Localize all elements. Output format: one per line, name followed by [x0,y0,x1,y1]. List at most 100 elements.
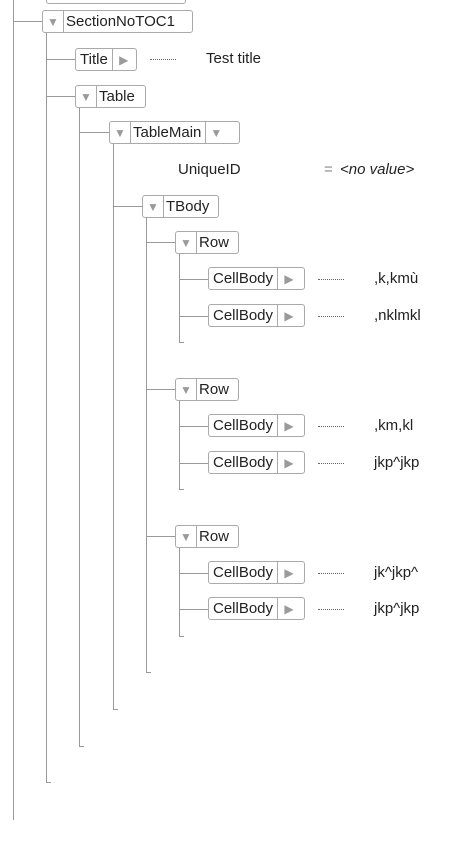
tree-line-row1 [179,253,180,343]
collapse-triangle-icon[interactable]: ▼ [47,14,59,29]
node-label: CellBody [213,307,274,324]
tree-node-row[interactable]: ▼ Row [175,378,239,401]
node-divider [96,86,97,107]
node-label: CellBody [213,417,274,434]
node-divider [277,562,279,583]
tree-node-table[interactable]: ▼ Table [75,85,146,108]
tree-line-row2-end [179,489,184,490]
node-divider [205,122,207,143]
collapse-triangle-icon[interactable]: ▼ [180,235,192,250]
tree-line-tablemain-end [113,709,118,710]
node-divider [111,49,113,70]
expand-arrow-icon[interactable]: ▶ [284,455,294,470]
value-leader-dots [318,316,344,318]
value-leader-dots [318,279,344,281]
tree-node-cellbody[interactable]: CellBody ▶ [208,561,305,584]
value-leader-dots [318,463,344,465]
node-divider [196,379,197,400]
tree-line-row3-cell1 [179,573,209,574]
node-label: TBody [166,198,210,215]
node-divider [196,526,197,547]
tree-node-tablemain[interactable]: ▼ TableMain ▼ [109,121,240,144]
value-leader-dots [318,573,344,575]
node-divider [130,122,131,143]
expand-arrow-icon[interactable]: ▶ [284,308,294,323]
tree-node-cellbody[interactable]: CellBody ▶ [208,597,305,620]
tree-node-row[interactable]: ▼ Row [175,525,239,548]
node-label: CellBody [213,600,274,617]
node-label: Table [99,88,135,105]
node-divider [163,196,164,217]
node-label: Row [199,381,230,398]
tree-line-table [79,107,80,747]
node-label: SectionNoTOC1 [66,13,175,30]
node-label: Row [199,234,230,251]
tree-line-tablemain [113,143,114,710]
cell-value: ,km,kl [374,417,414,434]
node-divider [63,11,64,32]
tree-line-row1-branch [146,242,175,243]
tree-line-root [13,0,14,820]
cell-value: ,k,kmù [374,270,419,287]
tree-node-title[interactable]: Title ▶ [75,48,137,71]
node-label: CellBody [213,270,274,287]
value-leader-dots [150,59,176,61]
node-divider [277,452,279,473]
tree-line-section [46,33,47,783]
tree-node-cellbody[interactable]: CellBody ▶ [208,451,305,474]
tree-line-row1-cell2 [179,316,209,317]
node-label: CellBody [213,454,274,471]
collapse-triangle-icon[interactable]: ▼ [147,199,159,214]
dropdown-triangle-icon[interactable]: ▼ [210,125,223,140]
tree-line-tbody [146,217,147,673]
node-divider [277,268,279,289]
node-divider [277,598,279,619]
tree-line-table-end [79,746,84,747]
tree-line-row3 [179,547,180,637]
cell-value: jkp^jkp [374,454,420,471]
collapse-triangle-icon[interactable]: ▼ [114,125,126,140]
tree-line-table-branch [46,96,75,97]
tree-line-row1-cell1 [179,279,209,280]
expand-arrow-icon[interactable]: ▶ [284,565,294,580]
partial-node-top [46,0,186,4]
cell-value: ,nklmkl [374,307,421,324]
value-leader-dots [318,609,344,611]
attribute-name: UniqueID [178,161,241,178]
tree-node-cellbody[interactable]: CellBody ▶ [208,414,305,437]
tree-node-cellbody[interactable]: CellBody ▶ [208,267,305,290]
expand-arrow-icon[interactable]: ▶ [284,271,294,286]
tree-line-root-branch [13,21,42,22]
tree-line-row3-cell2 [179,609,209,610]
tree-line-row2 [179,400,180,490]
node-label: CellBody [213,564,274,581]
tree-line-section-end [46,782,51,783]
tree-line-row3-end [179,636,184,637]
attribute-equals: = [324,161,333,178]
attribute-value[interactable]: <no value> [340,161,415,178]
tree-line-tbody-branch [113,206,142,207]
node-divider [277,305,279,326]
tree-line-row2-branch [146,389,175,390]
value-leader-dots [318,426,344,428]
expand-arrow-icon[interactable]: ▶ [119,52,129,67]
cell-value: jkp^jkp [374,600,420,617]
tree-node-tbody[interactable]: ▼ TBody [142,195,219,218]
node-label: TableMain [133,124,202,141]
node-divider [196,232,197,253]
tree-line-row2-cell1 [179,426,209,427]
collapse-triangle-icon[interactable]: ▼ [80,89,92,104]
collapse-triangle-icon[interactable]: ▼ [180,382,192,397]
expand-arrow-icon[interactable]: ▶ [284,418,294,433]
tree-line-tbody-end [146,672,151,673]
collapse-triangle-icon[interactable]: ▼ [180,529,192,544]
tree-node-section[interactable]: ▼ SectionNoTOC1 [42,10,193,33]
node-divider [277,415,279,436]
tree-line-title-branch [46,59,75,60]
tree-node-row[interactable]: ▼ Row [175,231,239,254]
cell-value: jk^jkp^ [374,564,419,581]
node-label: Title [80,51,108,68]
expand-arrow-icon[interactable]: ▶ [284,601,294,616]
tree-node-cellbody[interactable]: CellBody ▶ [208,304,305,327]
node-label: Row [199,528,230,545]
